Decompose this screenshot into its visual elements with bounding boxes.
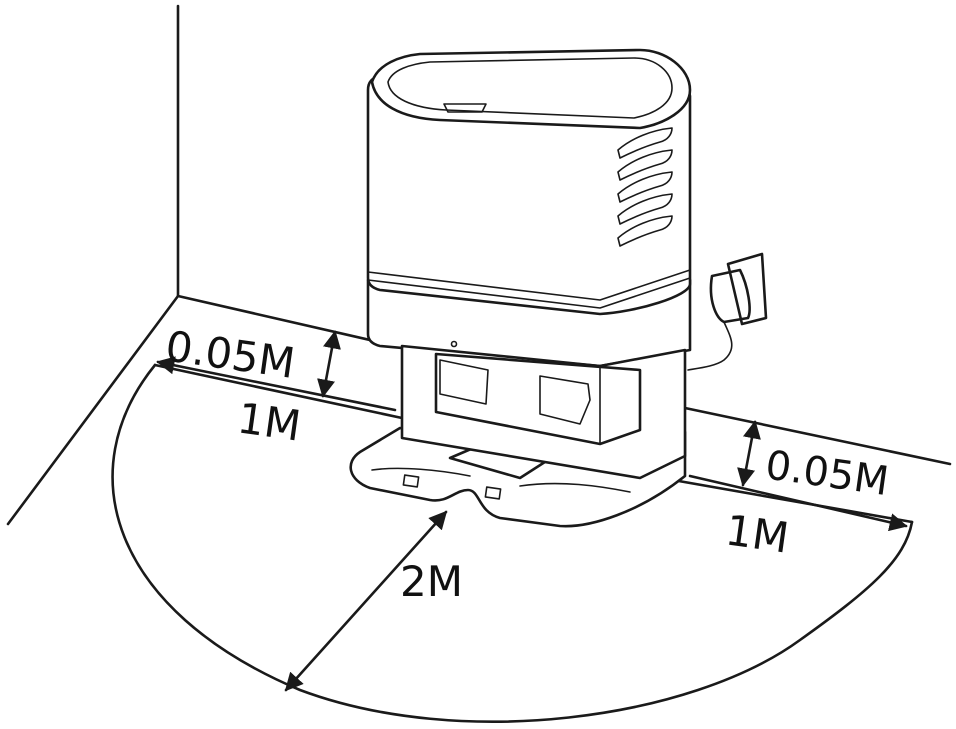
clearance-area-arc [111, 363, 914, 723]
right-gap-label: 0.05M [763, 442, 892, 505]
right-gap-arrow [737, 420, 761, 487]
front-label: 2M [400, 557, 463, 606]
left-clearance-line [153, 363, 404, 420]
left-side-arrow [156, 356, 397, 412]
right-side-label: 1M [723, 505, 792, 562]
left-side-label: 1M [235, 393, 304, 450]
front-arrow [284, 510, 448, 692]
dock-lid [370, 48, 692, 130]
room-corner [6, 4, 952, 526]
left-gap-label: 0.05M [163, 321, 298, 388]
dock-station-icon [349, 48, 692, 528]
dimension-arrows [156, 330, 908, 692]
right-side-arrow [688, 474, 908, 532]
left-gap-arrow [317, 330, 341, 398]
power-plug-icon [687, 252, 768, 371]
vent-slots [617, 127, 673, 247]
